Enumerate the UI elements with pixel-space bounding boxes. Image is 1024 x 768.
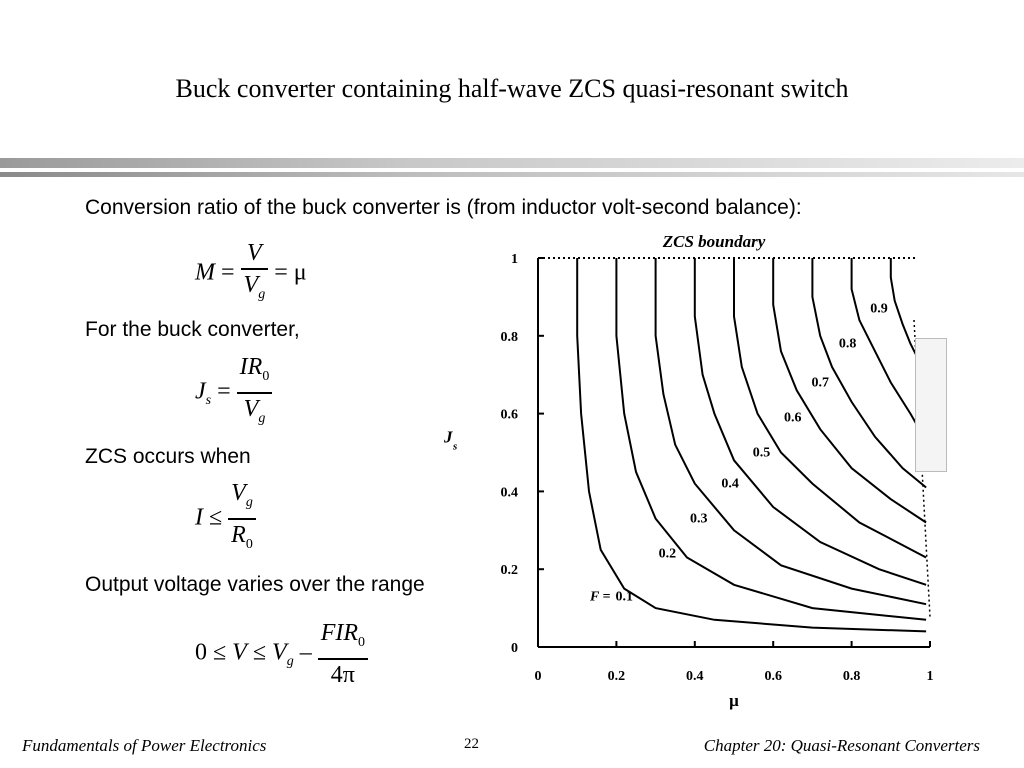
series-line-F-0.5 [733, 258, 927, 559]
series-line-F-0.8 [850, 258, 927, 442]
eq1-rhs: μ [293, 259, 307, 286]
x-tick-label: 0 [535, 669, 542, 684]
y-tick-label: 0.6 [501, 408, 519, 423]
eq4-vg: V [272, 639, 287, 666]
series-line-F-0.2 [615, 258, 927, 621]
eq4-zero: 0 [195, 639, 207, 666]
eq1-numerator: V [240, 238, 269, 270]
y-tick-label: 0.8 [501, 330, 519, 345]
eq3-numerator: V [231, 480, 246, 506]
eq2-lhs-sub: s [205, 393, 212, 409]
intro-text: Conversion ratio of the buck converter i… [85, 196, 802, 219]
series-line-F-0.7 [811, 258, 927, 489]
eq4-vg-sub: g [286, 654, 294, 670]
curve-label-0.2: 0.2 [659, 547, 677, 562]
x-tick-label: 1 [927, 669, 934, 684]
curve-label-0.9: 0.9 [870, 301, 888, 316]
eq1-fraction: V Vg [240, 238, 269, 310]
output-voltage-text: Output voltage varies over the range [85, 573, 425, 596]
eq3-fraction: Vg R0 [228, 478, 256, 560]
buck-converter-text: For the buck converter, [85, 318, 300, 341]
equation-output-range: 0 ≤ V ≤ Vg – FIR0 4π [195, 618, 368, 690]
curve-label-0.6: 0.6 [784, 410, 802, 425]
slide-title: Buck converter containing half-wave ZCS … [175, 74, 849, 103]
title-divider-bottom [0, 172, 1024, 177]
x-axis-label: μ [729, 691, 739, 710]
eq2-den-sub: g [258, 410, 266, 426]
eq4-v: V [232, 639, 247, 666]
chart-series [576, 258, 927, 633]
curve-label-0.1: 0.1 [615, 589, 633, 604]
series-line-F-0.6 [772, 258, 927, 524]
eq2-numerator: IR [239, 354, 263, 380]
eq2-num-sub: 0 [262, 368, 270, 384]
x-tick-label: 0.6 [764, 669, 782, 684]
y-axis-label-subscript: s [452, 441, 457, 453]
eq2-fraction: IR0 Vg [236, 352, 273, 434]
eq1-den-sub: g [258, 286, 266, 302]
footer-page-number: 22 [464, 736, 479, 752]
series-line-F-0.3 [654, 258, 927, 606]
chart-labels: 0.1 F = 0.2 0.3 0.4 0.5 0.6 0.7 0.8 0.9 [589, 301, 888, 604]
y-tick-label: 0.2 [501, 563, 519, 578]
series-line-F-0.9 [889, 258, 920, 360]
series-line-F-0.1 [576, 258, 927, 633]
title-divider-top [0, 158, 1024, 168]
eq1-lhs: M [195, 259, 215, 286]
y-axis-label: J [443, 428, 453, 447]
curve-label-0.7: 0.7 [811, 375, 829, 390]
eq4-minus: – [299, 639, 312, 666]
x-tick-label: 0.4 [686, 669, 704, 684]
eq2-lhs: J [195, 378, 206, 405]
eq3-den-sub: 0 [245, 536, 253, 552]
footer-book-title: Fundamentals of Power Electronics [22, 736, 267, 755]
curve-label-0.5: 0.5 [753, 445, 771, 460]
y-tick-label: 0 [511, 641, 518, 656]
curve-label-prefix: F = [589, 589, 611, 604]
eq4-numerator: FIR [320, 620, 358, 646]
curve-label-0.8: 0.8 [839, 336, 857, 351]
eq1-denominator: V [243, 272, 259, 298]
x-tick-label: 0.2 [608, 669, 626, 684]
equation-js: Js = IR0 Vg [195, 352, 273, 434]
eq3-lhs: I [195, 504, 203, 531]
eq4-num-sub: 0 [358, 634, 365, 650]
eq4-fraction: FIR0 4π [317, 618, 368, 690]
eq4-relation-1: ≤ [213, 639, 227, 666]
equation-conversion-ratio: M = V Vg = μ [195, 238, 307, 310]
side-watermark [915, 338, 947, 472]
series-line-F-0.4 [693, 258, 927, 586]
curve-label-0.4: 0.4 [721, 477, 739, 492]
equation-zcs-condition: I ≤ Vg R0 [195, 478, 256, 560]
footer-chapter: Chapter 20: Quasi-Resonant Converters [703, 736, 980, 755]
eq3-denominator: R [231, 521, 246, 548]
eq3-num-sub: g [245, 494, 253, 510]
x-tick-label: 0.8 [843, 669, 861, 684]
eq4-relation-2: ≤ [252, 639, 267, 666]
eq2-denominator: V [243, 395, 259, 422]
eq3-relation: ≤ [209, 504, 223, 531]
eq4-denominator: 4π [330, 661, 355, 688]
zcs-occurs-text: ZCS occurs when [85, 445, 251, 468]
y-tick-label: 0.4 [501, 485, 519, 500]
chart-title: ZCS boundary [662, 232, 766, 251]
y-tick-label: 1 [511, 252, 518, 267]
curve-label-0.3: 0.3 [690, 512, 708, 527]
